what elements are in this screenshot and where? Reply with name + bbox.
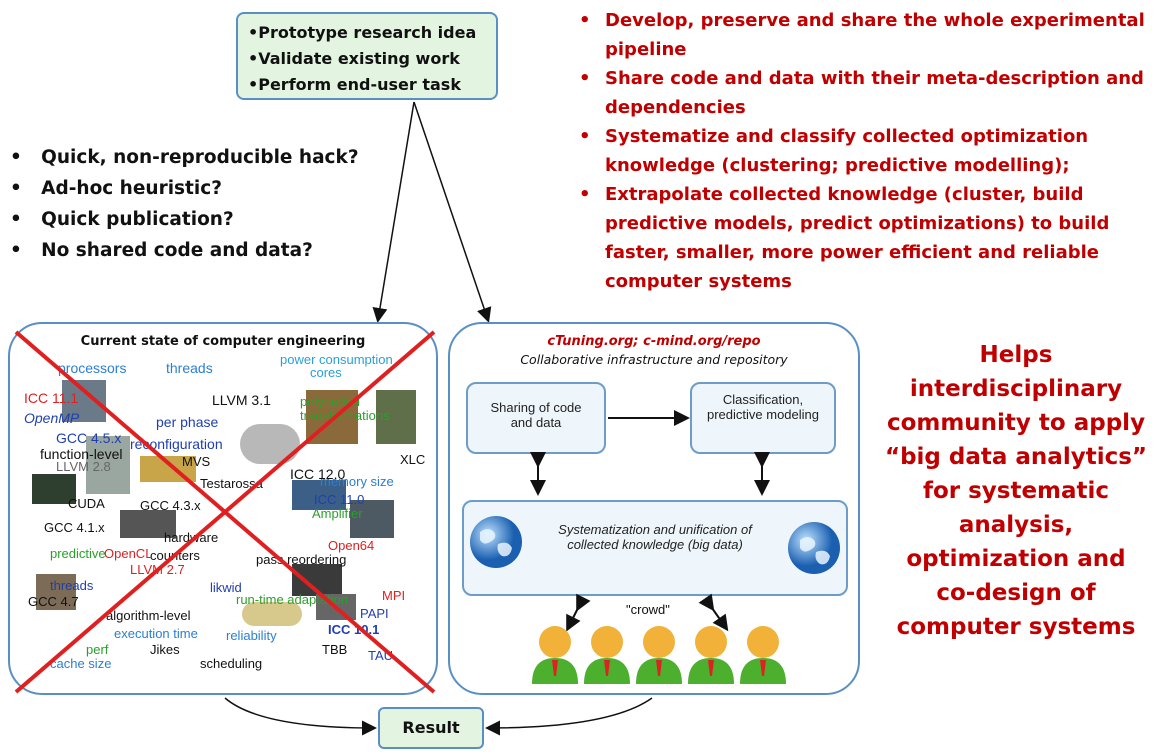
collage-word: function-level bbox=[40, 446, 123, 462]
question-item: • No shared code and data? bbox=[10, 240, 313, 261]
collage-word: processors bbox=[58, 360, 127, 376]
top-box-item: •Perform end-user task bbox=[248, 75, 461, 94]
helps-line: co-design of bbox=[936, 580, 1096, 606]
collage-word: power consumption bbox=[280, 352, 393, 367]
collage-word: memory size bbox=[320, 474, 394, 489]
sharing-label: Sharing of code and data bbox=[490, 400, 582, 430]
classification-box: Classification, predictive modeling bbox=[690, 382, 836, 454]
helps-line: Helps bbox=[979, 342, 1053, 368]
collage-word: MVS bbox=[182, 454, 211, 469]
arrow-to-left-panel bbox=[372, 101, 415, 323]
collage-word: XLC bbox=[400, 452, 426, 467]
repo-links: cTuning.org; c-mind.org/repo bbox=[547, 334, 761, 349]
collage-word: scheduling bbox=[200, 656, 263, 671]
collage-word: OpenCL bbox=[104, 546, 153, 561]
systematization-label: Systematization and unification of colle… bbox=[558, 522, 752, 552]
question-item: • Quick, non-reproducible hack? bbox=[10, 147, 359, 168]
collage-word: reliability bbox=[226, 628, 277, 643]
collage-word: GCC 4.3.x bbox=[140, 498, 201, 513]
helps-line: analysis, bbox=[958, 512, 1074, 538]
systematization-box: Systematization and unification of colle… bbox=[462, 500, 848, 596]
goals-list: •Develop, preserve and share the whole e… bbox=[575, 6, 1155, 296]
person-icon bbox=[688, 626, 734, 684]
collage-word: perf bbox=[86, 642, 109, 657]
collage-word: threads bbox=[50, 578, 94, 593]
collage-word: MPI bbox=[382, 588, 406, 603]
collage-word: transformations bbox=[300, 408, 390, 423]
arrow-right-to-result bbox=[485, 697, 653, 736]
collage-word: algorithm-level bbox=[106, 608, 191, 623]
collage-word: LLVM 2.8 bbox=[56, 459, 111, 474]
helps-line: optimization and bbox=[906, 546, 1126, 572]
red-cross-icon bbox=[14, 330, 436, 694]
collage-word: cores bbox=[310, 365, 342, 380]
collage-word: CUDA bbox=[68, 496, 105, 511]
helps-line: community to apply bbox=[886, 410, 1146, 436]
collage-word: hardware bbox=[164, 530, 219, 545]
person-icon bbox=[636, 626, 682, 684]
goal-item: •Extrapolate collected knowledge (cluste… bbox=[579, 184, 1110, 292]
helps-line: interdisciplinary bbox=[909, 376, 1123, 402]
collage-word: Open64 bbox=[328, 538, 375, 553]
collage-word: ICC 12.0 bbox=[290, 466, 346, 482]
top-box-item: •Prototype research idea bbox=[248, 23, 477, 42]
top-box-item: •Validate existing work bbox=[248, 49, 460, 68]
collage-word: LLVM 3.1 bbox=[212, 392, 271, 408]
collage-word: cache size bbox=[50, 656, 112, 671]
collage-image bbox=[32, 474, 76, 504]
arrow-left-to-result bbox=[224, 697, 377, 736]
collage-word: PAPI bbox=[360, 606, 389, 621]
collage-word: GCC 4.7 bbox=[28, 594, 79, 609]
helps-line: computer systems bbox=[896, 614, 1136, 640]
collage-word: TBB bbox=[322, 642, 348, 657]
crowd-label: "crowd" bbox=[626, 602, 670, 617]
collage-word: Testarossa bbox=[200, 476, 263, 491]
top-goals-box: •Prototype research idea •Validate exist… bbox=[236, 12, 498, 100]
question-item: • Quick publication? bbox=[10, 209, 234, 230]
collage-word: likwid bbox=[210, 580, 242, 595]
collage-word: Amplifier bbox=[312, 506, 363, 521]
goal-item: •Share code and data with their meta-des… bbox=[579, 68, 1144, 118]
collage-image bbox=[86, 436, 130, 494]
helps-line: for systematic bbox=[922, 478, 1110, 504]
panel-arrows bbox=[530, 410, 770, 632]
collage-image bbox=[120, 510, 176, 538]
collage-word: execution time bbox=[114, 626, 198, 641]
collage-word: GCC 4.5.x bbox=[56, 430, 122, 446]
sharing-box: Sharing of code and data bbox=[466, 382, 606, 454]
collage-word: GCC 4.1.x bbox=[44, 520, 105, 535]
collage-word: polyhedral bbox=[300, 394, 360, 409]
goal-item: •Develop, preserve and share the whole e… bbox=[579, 10, 1145, 60]
infrastructure-subtitle: Collaborative infrastructure and reposit… bbox=[520, 352, 788, 367]
current-state-title: Current state of computer engineering bbox=[80, 334, 366, 349]
person-icon bbox=[532, 626, 578, 684]
collage-image bbox=[242, 602, 302, 626]
collage-word: predictive bbox=[50, 546, 106, 561]
collage-image bbox=[292, 480, 346, 510]
person-icon bbox=[584, 626, 630, 684]
questions-list: • Quick, non-reproducible hack? • Ad-hoc… bbox=[10, 142, 410, 266]
result-box: Result bbox=[378, 707, 484, 749]
collage-image bbox=[36, 574, 76, 610]
collage-word: ICC 11.0 bbox=[314, 492, 365, 507]
helps-statement: Helps interdisciplinary community to app… bbox=[868, 338, 1164, 644]
arrow-to-right-panel bbox=[413, 101, 492, 323]
question-item: • Ad-hoc heuristic? bbox=[10, 178, 222, 199]
person-icon bbox=[740, 626, 786, 684]
collage-word: OpenMP bbox=[24, 410, 80, 426]
collage-image bbox=[350, 500, 394, 538]
current-state-panel: Current state of computer engineering pr… bbox=[8, 322, 438, 695]
helps-line: “big data analytics” bbox=[884, 444, 1148, 470]
goal-item: •Systematize and classify collected opti… bbox=[579, 126, 1089, 176]
globe-icon bbox=[788, 522, 840, 574]
collage-word: per phase bbox=[156, 414, 219, 430]
collaborative-infrastructure-panel: cTuning.org; c-mind.org/repo Collaborati… bbox=[448, 322, 860, 695]
collage-image bbox=[376, 390, 416, 444]
collage-word: ICC 11.1 bbox=[24, 390, 79, 406]
collage-word: Jikes bbox=[150, 642, 180, 657]
globe-icon bbox=[470, 516, 522, 568]
collage-word: threads bbox=[166, 360, 213, 376]
classification-label: Classification, predictive modeling bbox=[706, 392, 819, 422]
